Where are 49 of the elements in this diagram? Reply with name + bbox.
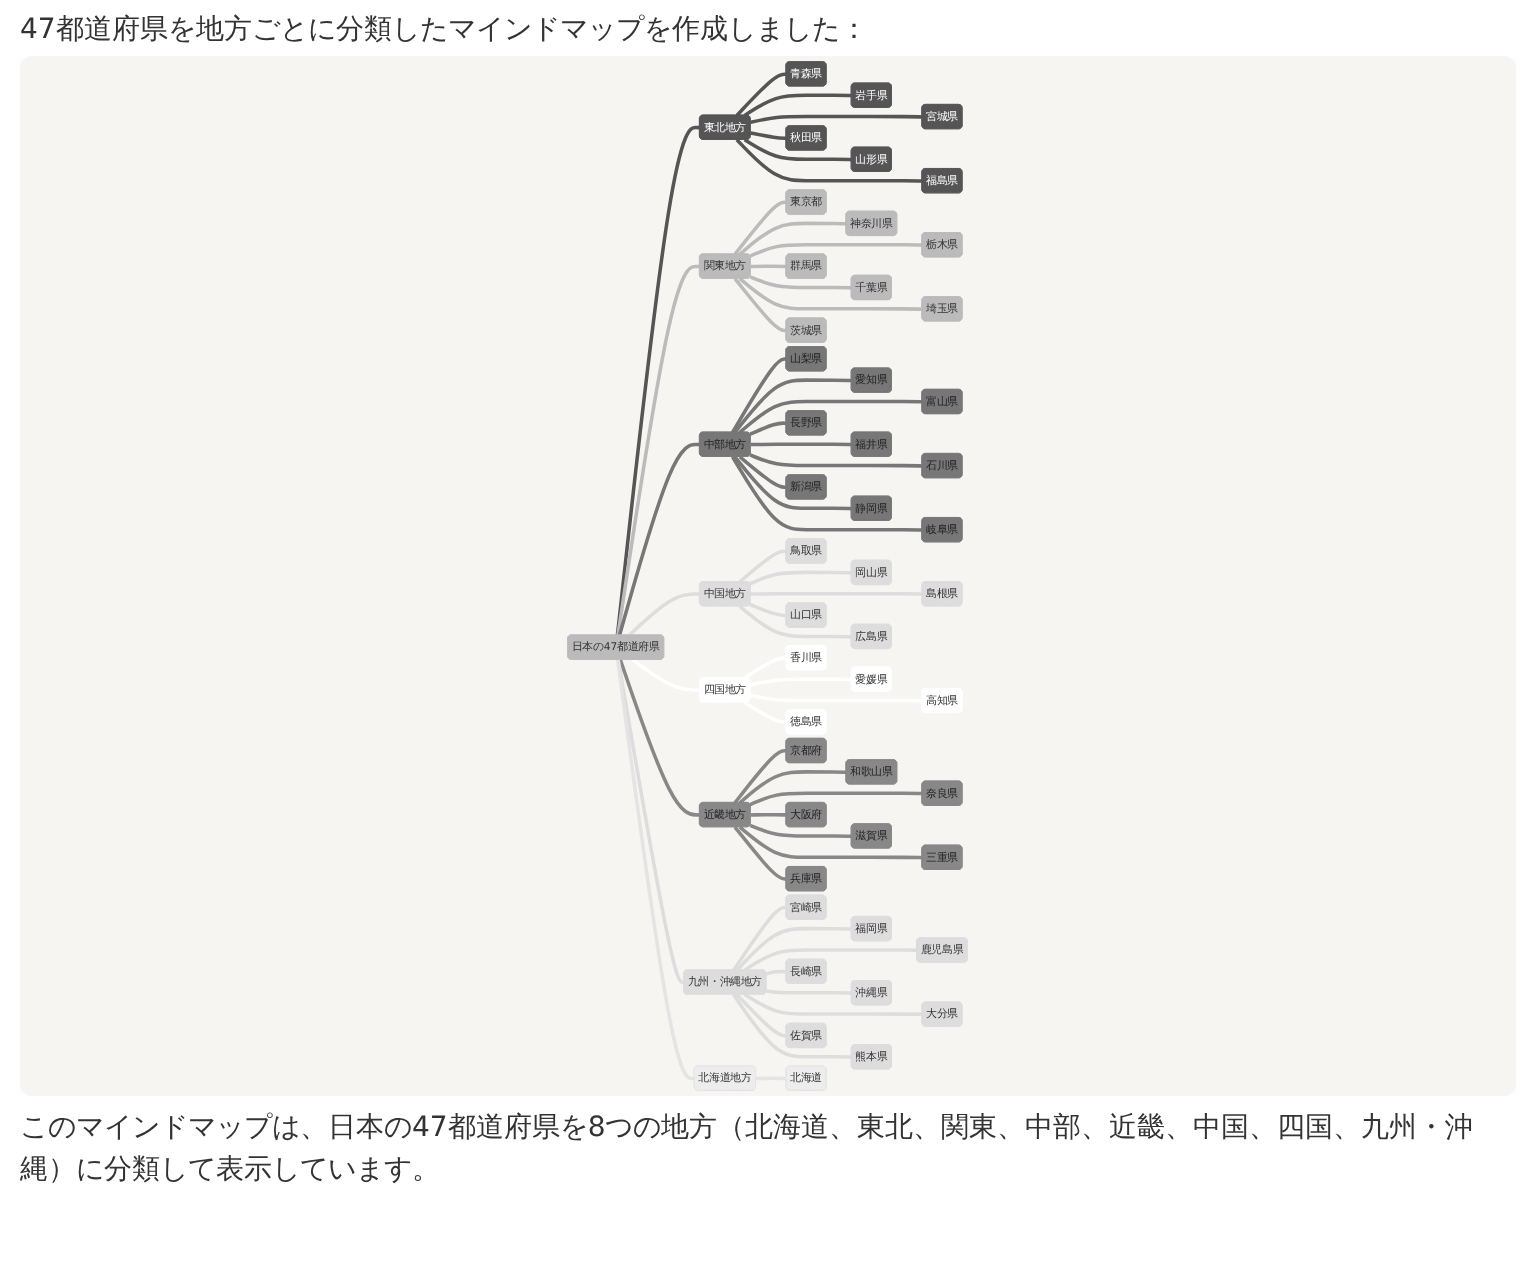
connector (734, 200, 787, 256)
connector (736, 926, 853, 972)
connector (618, 442, 701, 636)
connector (616, 659, 695, 1081)
connector (619, 659, 701, 817)
connector (744, 948, 918, 972)
connector (749, 275, 853, 290)
connector (744, 993, 923, 1017)
connector (616, 264, 701, 636)
connector (739, 455, 787, 490)
connector (739, 277, 923, 311)
connector (734, 277, 787, 333)
connector (751, 442, 853, 447)
connector (749, 791, 923, 807)
connector (739, 221, 847, 256)
connector (732, 993, 853, 1059)
connector (749, 421, 787, 436)
connector (744, 93, 853, 117)
connector (750, 131, 787, 141)
connector (734, 826, 787, 881)
caption: このマインドマップは、日本の47都道府県を8つの地方（北海道、東北、関東、中部、近畿、中国、四国、九州・沖縄）に分類して表示しています。 (20, 1110, 1476, 1190)
connector (734, 749, 787, 804)
connector (632, 658, 701, 692)
connector (749, 242, 923, 258)
connector (734, 455, 853, 511)
connector (749, 602, 787, 618)
connector (749, 823, 853, 839)
connector (751, 264, 787, 269)
connector (739, 549, 787, 584)
connector (736, 72, 787, 117)
connector (749, 570, 853, 586)
connector (744, 138, 853, 162)
connector (736, 993, 787, 1038)
connector (616, 125, 701, 636)
connector (739, 399, 923, 434)
connector (751, 812, 787, 817)
connector (734, 378, 853, 434)
connector (739, 604, 853, 639)
connector (739, 825, 923, 860)
connector (731, 357, 787, 434)
connector (736, 138, 923, 183)
connector (750, 114, 923, 125)
connector (616, 659, 685, 985)
connector (628, 592, 701, 637)
connector (739, 770, 847, 805)
connector (749, 453, 923, 468)
connector (732, 905, 787, 972)
connector (731, 455, 923, 532)
heading: 47都道府県を地方ごとに分類したマインドマップを作成しました： (20, 12, 870, 48)
